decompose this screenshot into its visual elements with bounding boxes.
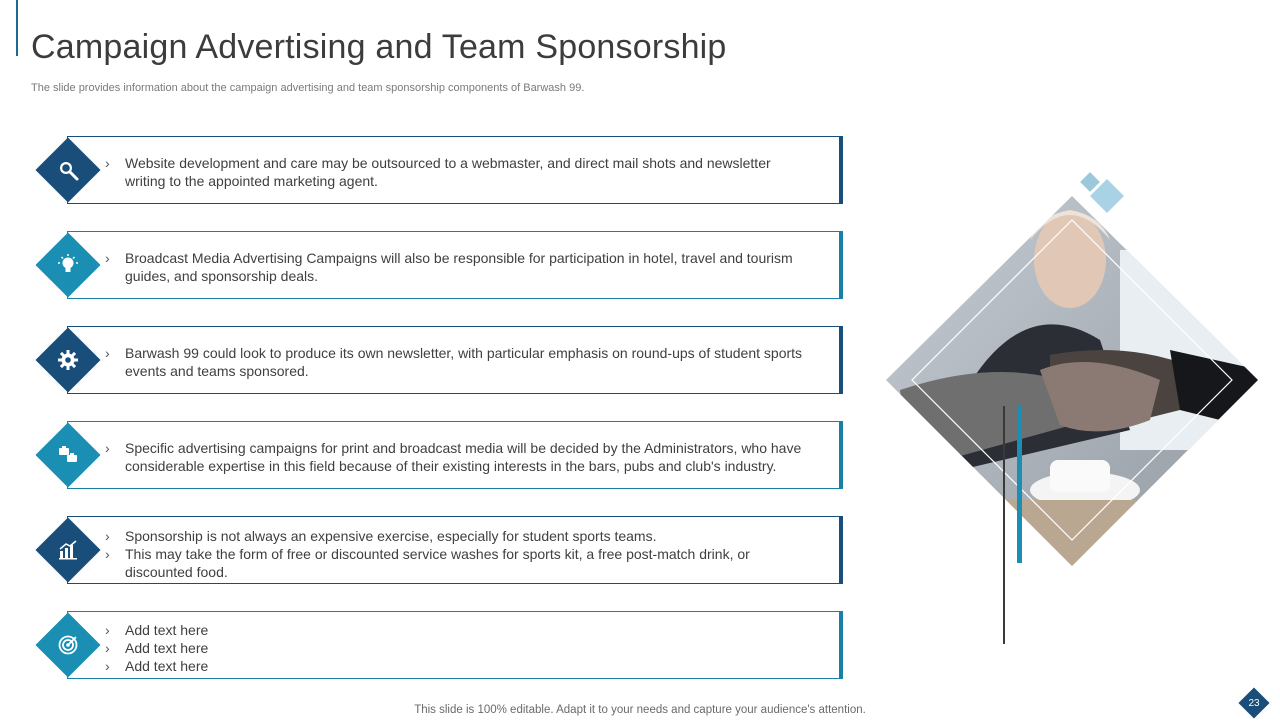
info-card-campaigns: › Specific advertising campaigns for pri… [67,421,843,489]
info-card-sponsorship: › Sponsorship is not always an expensive… [67,516,843,584]
slide-title: Campaign Advertising and Team Sponsorshi… [31,28,727,66]
list-item: › Add text here [105,622,209,638]
chevron-right-icon: › [105,440,110,456]
chevron-right-icon: › [105,345,110,361]
chevron-right-icon: › [105,528,110,544]
title-accent-line [16,0,18,56]
gear-icon [45,337,91,383]
list-item: › Broadcast Media Advertising Campaigns … [105,250,793,284]
target-icon [45,622,91,668]
card-icon-badge [35,327,101,393]
info-card-website: › Website development and care may be ou… [67,136,843,204]
list-item: › Website development and care may be ou… [105,155,771,189]
chevron-right-icon: › [105,250,110,266]
info-card-newsletter: › Barwash 99 could look to produce its o… [67,326,843,394]
lightbulb-icon [45,242,91,288]
slide-subtitle: The slide provides information about the… [31,82,585,94]
chevron-right-icon: › [105,622,110,638]
handshake-photo [870,170,1280,650]
footer-note: This slide is 100% editable. Adapt it to… [414,704,866,716]
card-icon-badge [35,232,101,298]
list-item: › Sponsorship is not always an expensive… [105,528,657,544]
info-card-placeholder: › Add text here › Add text here › Add te… [67,611,843,679]
list-item: › This may take the form of free or disc… [105,546,750,580]
card-icon-badge [35,422,101,488]
list-item: › Barwash 99 could look to produce its o… [105,345,803,379]
info-card-broadcast: › Broadcast Media Advertising Campaigns … [67,231,843,299]
chevron-right-icon: › [105,640,110,656]
chevron-right-icon: › [105,155,110,171]
page-number: 23 [1248,697,1260,709]
chevron-right-icon: › [105,658,110,674]
card-icon-badge [35,517,101,583]
bar-chart-icon [45,527,91,573]
page-number-badge: 23 [1238,687,1270,719]
card-icon-badge [35,137,101,203]
list-item: › Specific advertising campaigns for pri… [105,440,802,474]
magnifier-icon [45,147,91,193]
card-icon-badge [35,612,101,678]
chevron-right-icon: › [105,546,110,562]
list-item: › Add text here [105,658,209,674]
briefcase-icon [45,432,91,478]
list-item: › Add text here [105,640,209,656]
